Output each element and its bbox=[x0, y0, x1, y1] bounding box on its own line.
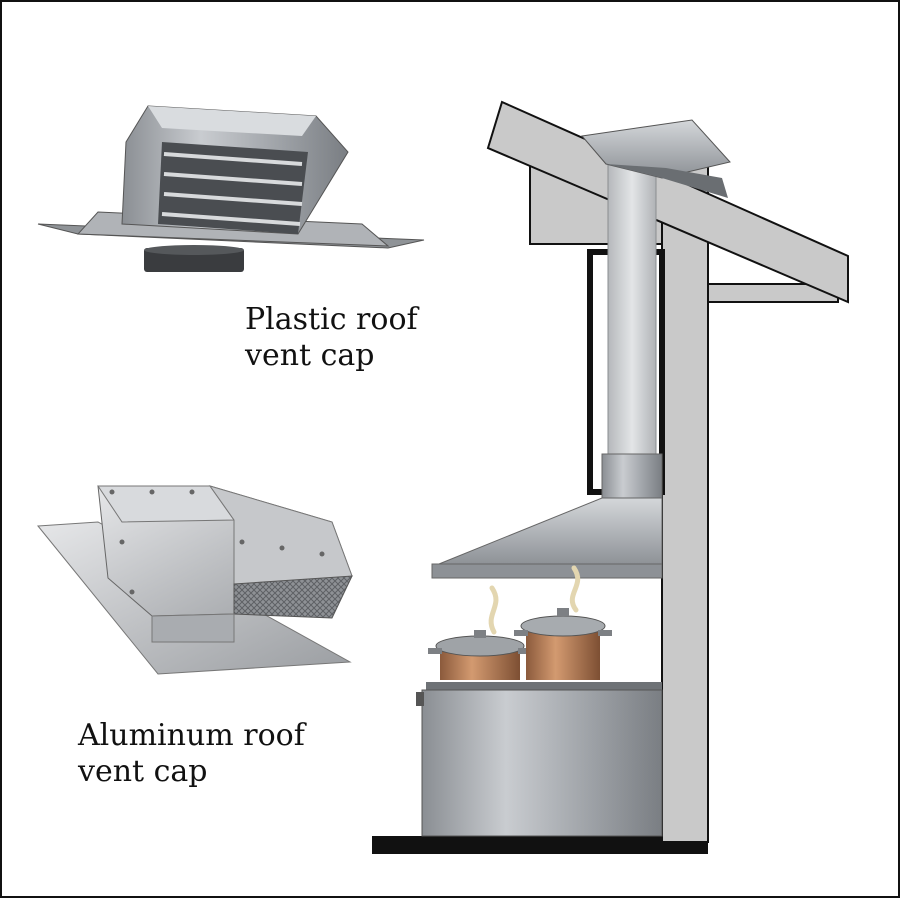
steam bbox=[488, 565, 581, 635]
caption-line: vent cap bbox=[78, 754, 208, 789]
cooking-pot-icon bbox=[428, 630, 532, 680]
plastic-vent-caption: Plastic roof vent cap bbox=[245, 302, 418, 374]
aluminum-vent-cap-icon bbox=[37, 485, 353, 675]
roof-vent-cap bbox=[581, 119, 731, 198]
floor bbox=[372, 836, 708, 854]
stove-icon bbox=[416, 682, 663, 837]
caption-line: Aluminum roof bbox=[78, 718, 305, 753]
cooking-pot-icon bbox=[514, 608, 612, 680]
exhaust-duct bbox=[607, 143, 657, 461]
caption-line: vent cap bbox=[245, 338, 375, 373]
plastic-vent-cap-icon bbox=[37, 105, 425, 272]
range-hood-icon bbox=[431, 453, 663, 579]
aluminum-vent-caption: Aluminum roof vent cap bbox=[78, 718, 305, 790]
roof bbox=[486, 100, 849, 304]
exterior-wall bbox=[661, 161, 709, 843]
caption-line: Plastic roof bbox=[245, 302, 418, 337]
